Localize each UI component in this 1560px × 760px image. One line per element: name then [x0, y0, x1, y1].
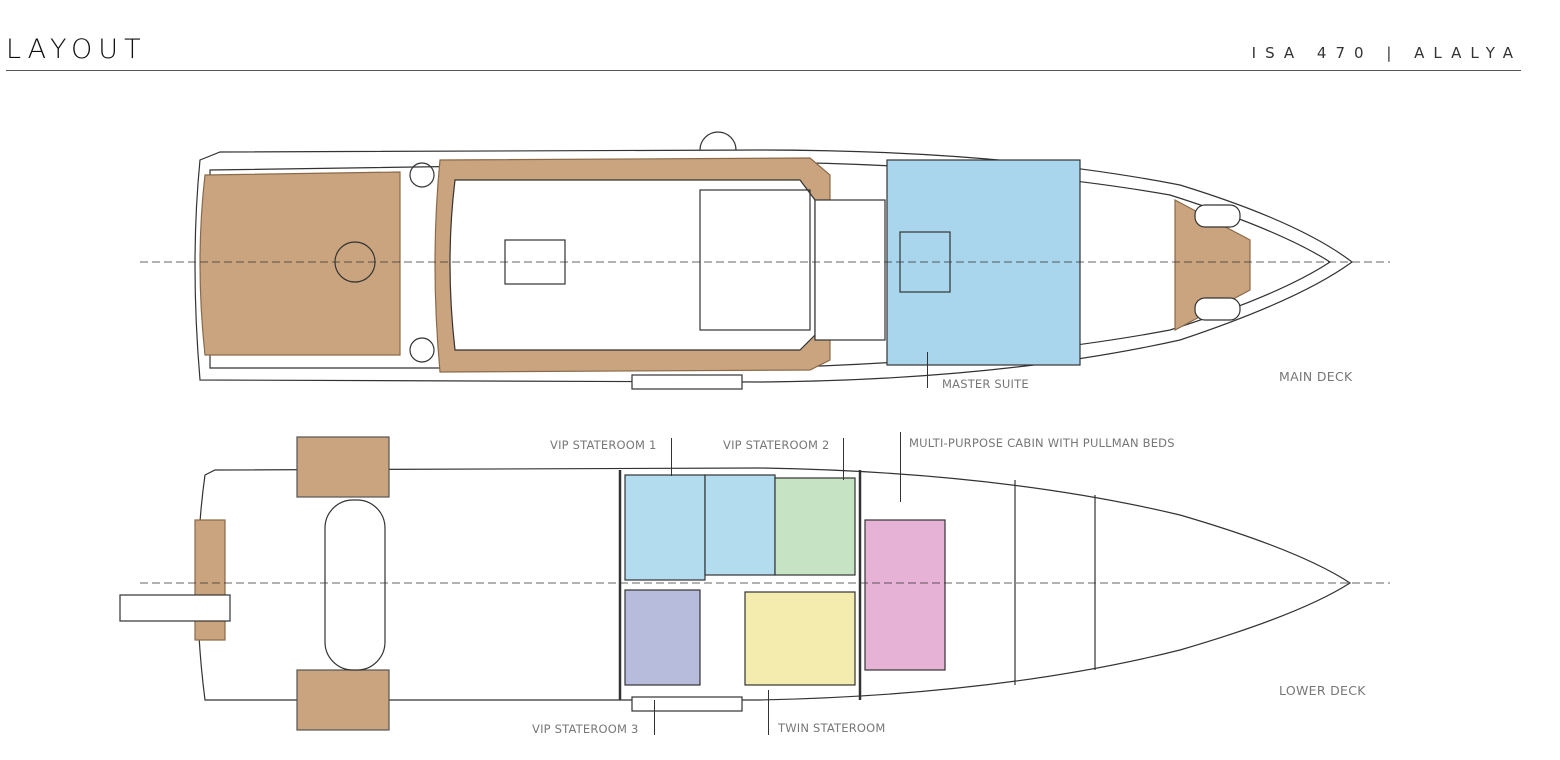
helm-circle-2 — [409, 337, 435, 363]
aft-teak-deck — [199, 171, 401, 356]
vip3-leader — [654, 700, 655, 735]
page-title: LAYOUT — [6, 34, 147, 65]
saloon — [449, 179, 816, 351]
room-vip-2 — [774, 477, 856, 576]
gangway-main — [631, 374, 743, 390]
tender-1 — [1194, 204, 1241, 228]
vip1-leader — [671, 438, 672, 476]
yacht-name: ISA 470 | ALALYA — [1251, 44, 1522, 62]
multipurpose-leader — [900, 432, 901, 502]
header-divider — [6, 70, 1521, 71]
galley — [699, 189, 811, 331]
boarding-dome — [699, 131, 737, 151]
room-twin — [744, 591, 856, 686]
swim-platform — [194, 519, 226, 641]
tender — [324, 499, 386, 671]
passerelle — [119, 594, 231, 622]
tender-2 — [1194, 297, 1241, 321]
label-master-suite: MASTER SUITE — [942, 377, 1029, 391]
tender-garage-door-bottom — [296, 669, 390, 731]
master-suite-area — [886, 159, 1081, 366]
label-main-deck: MAIN DECK — [1279, 369, 1353, 384]
helm-circle-1 — [409, 162, 435, 188]
main-deck-plan — [140, 131, 1390, 390]
vip2-leader — [843, 438, 844, 480]
label-multipurpose-cabin: MULTI-PURPOSE CABIN WITH PULLMAN BEDS — [909, 436, 1175, 450]
room-vip-1 — [624, 474, 706, 581]
lower-deck-plan — [119, 436, 1390, 731]
label-twin-stateroom: TWIN STATEROOM — [778, 721, 886, 735]
room-vip-1-bath — [704, 474, 776, 576]
twin-leader — [768, 690, 769, 735]
label-lower-deck: LOWER DECK — [1279, 683, 1366, 698]
room-vip-3 — [624, 589, 701, 686]
gangway-lower — [631, 696, 743, 712]
label-vip-stateroom-1: VIP STATEROOM 1 — [550, 438, 657, 452]
room-multipurpose — [864, 519, 946, 671]
label-vip-stateroom-3: VIP STATEROOM 3 — [532, 722, 639, 736]
tender-garage-door-top — [296, 436, 390, 498]
label-vip-stateroom-2: VIP STATEROOM 2 — [723, 438, 830, 452]
master-suite-leader — [927, 352, 928, 388]
lower-deck-hull — [196, 467, 1352, 701]
stair-block — [814, 199, 886, 341]
